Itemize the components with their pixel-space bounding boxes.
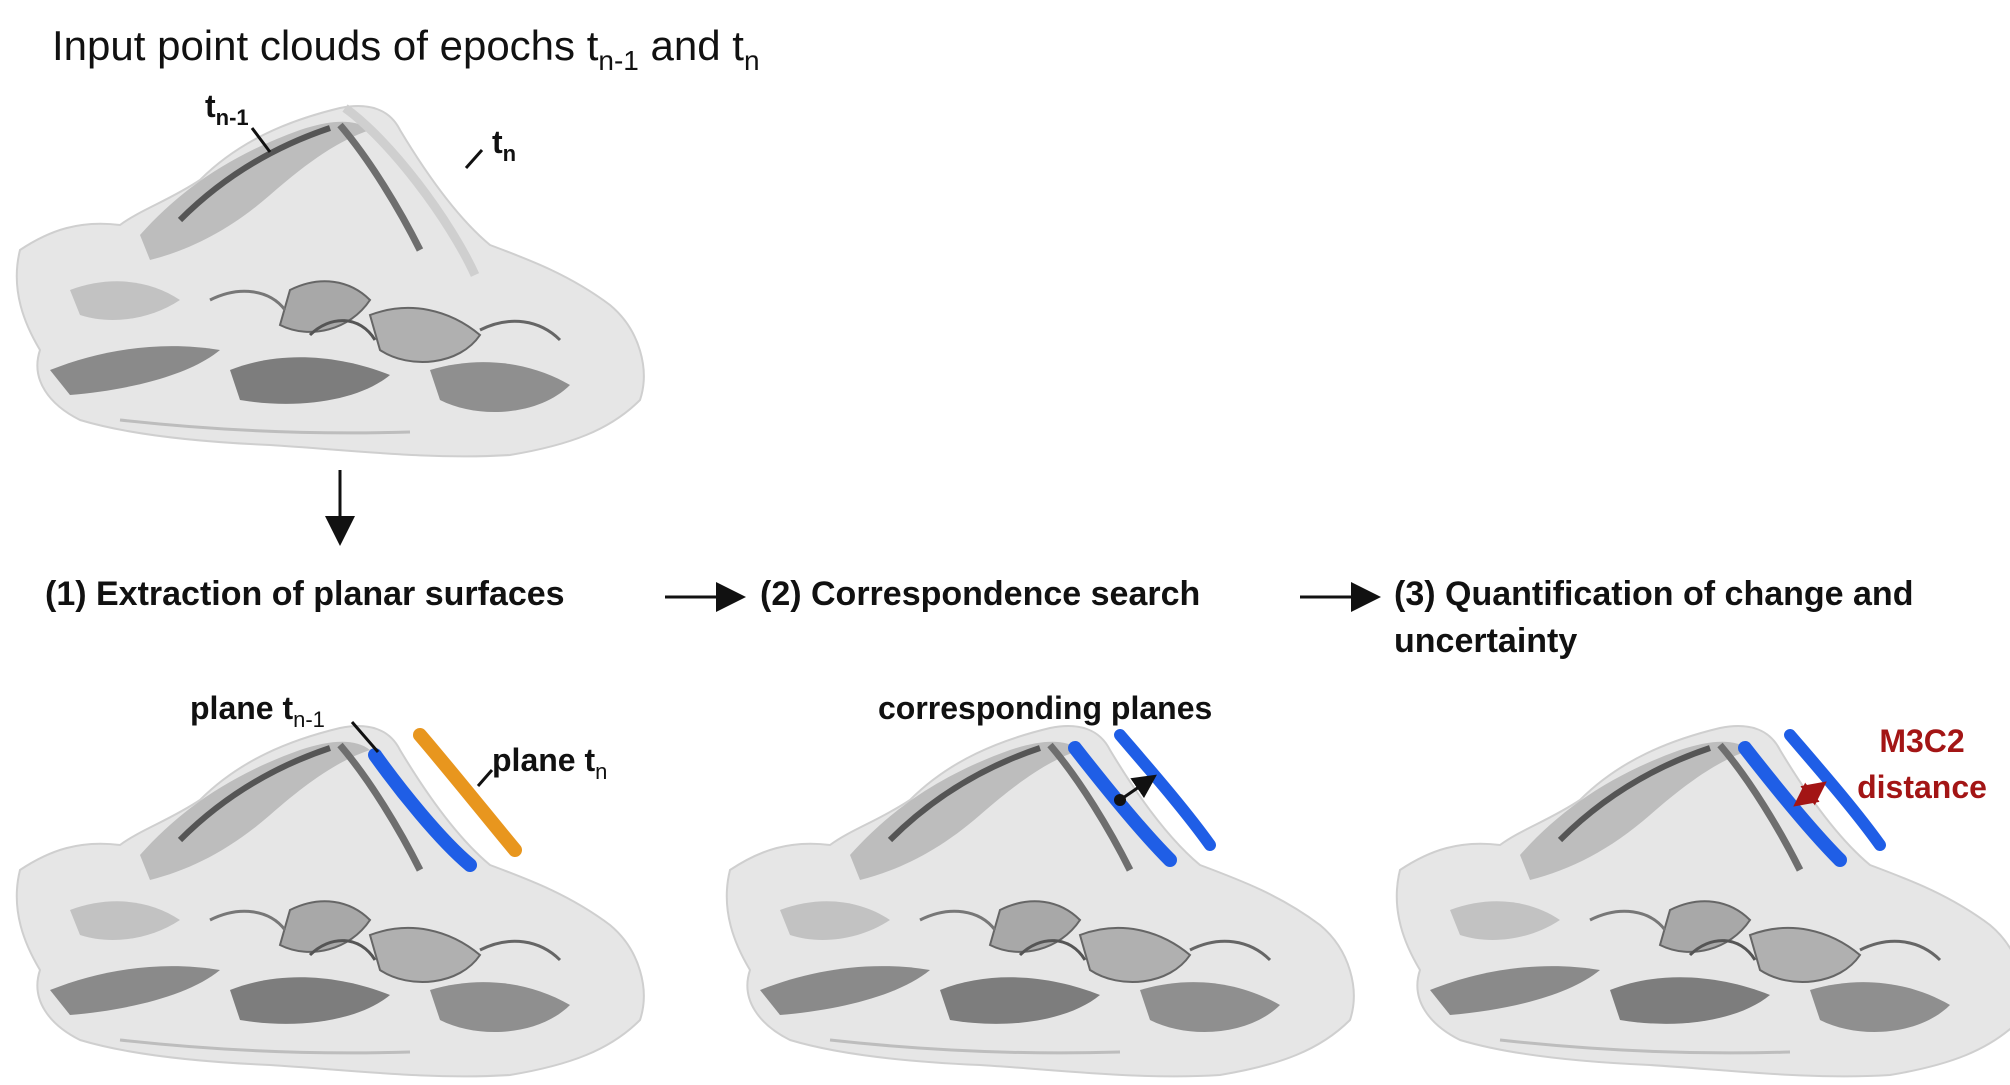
step-3-heading-line2: uncertainty <box>1394 622 1578 660</box>
leader-plane-prev <box>350 721 380 753</box>
step-3-heading: (3) Quantification of change and <box>1394 575 1914 613</box>
label-plane-curr: plane tn <box>492 742 608 784</box>
plane-b-blue <box>1114 729 1216 851</box>
page-title: Input point clouds of epochs tn-1 and tn <box>52 22 760 76</box>
leader-t-curr <box>464 149 484 169</box>
label-m3c2: M3C2 distance <box>1857 723 1987 805</box>
panel2-cloud <box>727 726 1354 1076</box>
leader-t-prev <box>250 127 272 153</box>
label-t-curr: tn <box>492 124 517 166</box>
input-point-cloud <box>17 106 644 456</box>
leader-plane-curr <box>476 769 494 787</box>
step-2-heading: (2) Correspondence search <box>760 575 1201 613</box>
plane-d-blue <box>1784 729 1886 851</box>
label-t-prev: tn-1 <box>205 88 249 130</box>
step-1-heading: (1) Extraction of planar surfaces <box>45 575 565 613</box>
correspondence-arrow <box>1119 774 1157 802</box>
label-plane-prev: plane tn-1 <box>190 690 325 732</box>
plane-c-blue <box>1738 741 1847 867</box>
plane-prev-blue <box>368 748 477 872</box>
plane-curr-orange <box>413 728 522 857</box>
label-corresponding-planes: corresponding planes <box>878 690 1213 726</box>
m3c2-arrow <box>1793 781 1827 807</box>
